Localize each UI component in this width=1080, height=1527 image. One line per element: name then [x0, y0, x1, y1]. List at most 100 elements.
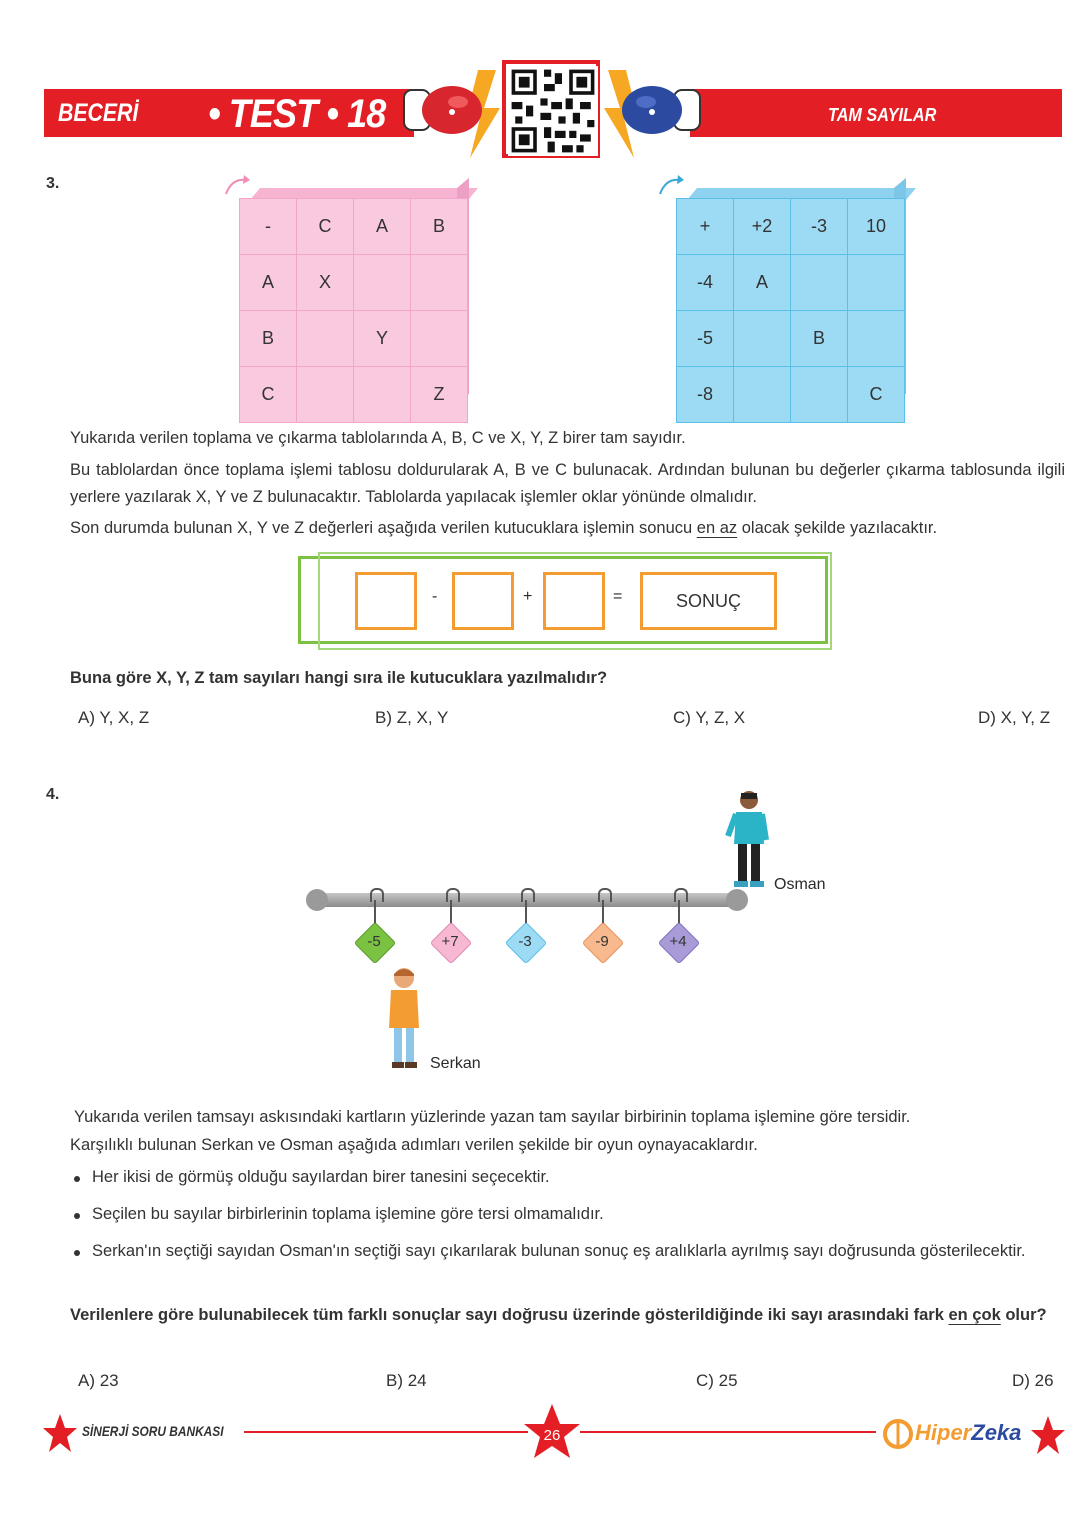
card-string: [678, 900, 680, 926]
option-a[interactable]: A) 23: [78, 1371, 119, 1390]
hook-icon: [370, 888, 384, 902]
subtraction-table-cell: [410, 310, 468, 367]
text-span: Verilenlere göre bulunabilecek tüm farkl…: [70, 1306, 949, 1324]
footer-line: [244, 1431, 528, 1433]
option-b[interactable]: B) 24: [386, 1371, 427, 1390]
option-d[interactable]: D) X, Y, Z: [978, 708, 1051, 727]
addition-table-cell: 10: [847, 198, 905, 255]
addition-table-cell: [733, 310, 791, 367]
subtraction-table-cell: [353, 254, 411, 311]
addition-table-cell: -5: [676, 310, 734, 367]
addition-table: + +2 -3 10 -4 A -5 B -8 C: [676, 198, 905, 423]
addition-table-cell: [790, 366, 848, 423]
subtraction-table-row: A X: [239, 254, 468, 311]
card-value: -9: [595, 933, 609, 950]
header-left-bar: [44, 89, 414, 137]
footer-line: [580, 1431, 876, 1433]
curved-arrow-icon: [659, 175, 684, 195]
osman-figure-icon: [725, 791, 769, 887]
subtraction-table-cell: C: [239, 366, 297, 423]
addition-table-cell: B: [790, 310, 848, 367]
hanger-end: [306, 889, 328, 911]
subtraction-table-cell: [296, 366, 354, 423]
addition-table-cell: [733, 366, 791, 423]
question-4-number: 4.: [46, 786, 60, 803]
red-boxing-glove-icon: [403, 70, 500, 158]
bullet-dot: [74, 1250, 80, 1256]
subtraction-table-cell: A: [239, 254, 297, 311]
subtraction-table-row: C Z: [239, 366, 468, 423]
bullet-dot: [74, 1176, 80, 1182]
qr-code[interactable]: [502, 60, 600, 158]
card-value: -5: [367, 933, 381, 950]
page-number: 26: [543, 1427, 561, 1444]
option-c[interactable]: C) 25: [696, 1371, 738, 1390]
bullet-item: Her ikisi de görmüş olduğu sayılardan bi…: [92, 1168, 550, 1186]
subtraction-table-row: B Y: [239, 310, 468, 367]
underlined-text: en az: [696, 519, 738, 537]
addition-table-cell: [847, 254, 905, 311]
answer-box[interactable]: [452, 572, 514, 630]
hiperzeka-logo-icon: [883, 1419, 913, 1449]
brand-logo-part: Zeka: [971, 1420, 1022, 1445]
subtraction-table-header-row: - C A B: [239, 198, 468, 255]
answer-box[interactable]: [543, 572, 605, 630]
addition-table-row: -8 C: [676, 366, 905, 423]
star-icon: [1031, 1416, 1065, 1454]
addition-table-cell: [847, 310, 905, 367]
option-d[interactable]: D) 26: [1012, 1371, 1054, 1390]
question-4-paragraph: Karşılıklı bulunan Serkan ve Osman aşağı…: [70, 1136, 758, 1154]
addition-table-cell: -8: [676, 366, 734, 423]
card-string: [450, 900, 452, 926]
addition-table-row: -4 A: [676, 254, 905, 311]
curved-arrow-icon: [225, 175, 250, 195]
minus-sign: -: [432, 588, 438, 605]
header-right-bar: [690, 89, 1062, 137]
addition-table-row: -5 B: [676, 310, 905, 367]
osman-label: Osman: [774, 876, 826, 893]
footer-series-label: SİNERJİ SORU BANKASI: [82, 1423, 224, 1439]
subtraction-table-cell: Z: [410, 366, 468, 423]
hook-icon: [674, 888, 688, 902]
bullet-item: Seçilen bu sayılar birbirlerinin toplama…: [92, 1205, 604, 1223]
operation-frame-outline: [318, 552, 832, 650]
brand-logo: HiperZeka: [915, 1420, 1021, 1446]
text-span: Son durumda bulunan X, Y ve Z değerleri …: [70, 519, 697, 537]
text-span: olacak şekilde yazılacaktır.: [737, 519, 938, 537]
answer-box[interactable]: [355, 572, 417, 630]
question-3-prompt: Buna göre X, Y, Z tam sayıları hangi sır…: [70, 669, 608, 687]
option-c[interactable]: C) Y, Z, X: [673, 708, 746, 727]
serkan-figure-icon: [389, 968, 419, 1068]
card-string: [374, 900, 376, 926]
subtraction-table-cell: [353, 366, 411, 423]
hanger-bar: [318, 893, 736, 907]
question-3-number: 3.: [46, 175, 60, 192]
card-value: -3: [518, 933, 532, 950]
addition-table-cell: +2: [733, 198, 791, 255]
option-b[interactable]: B) Z, X, Y: [375, 708, 449, 727]
question-4-paragraph: Yukarıda verilen tamsayı askısındaki kar…: [74, 1108, 911, 1126]
addition-table-cell: [790, 254, 848, 311]
question-3-paragraph: Son durumda bulunan X, Y ve Z değerleri …: [70, 515, 1070, 542]
subtraction-table-cell: -: [239, 198, 297, 255]
subtraction-table-cell: [296, 310, 354, 367]
subtraction-table-cell: [410, 254, 468, 311]
option-a[interactable]: A) Y, X, Z: [78, 708, 150, 727]
card-value: +4: [669, 933, 687, 950]
subtraction-table: - C A B A X B Y C Z: [239, 198, 468, 423]
question-4-prompt: Verilenlere göre bulunabilecek tüm farkl…: [70, 1302, 1062, 1329]
subtraction-table-cell: B: [239, 310, 297, 367]
subtraction-table-cell: A: [353, 198, 411, 255]
result-box: SONUÇ: [640, 572, 777, 630]
qr-code-icon: [508, 66, 598, 156]
question-3-paragraph: Yukarıda verilen toplama ve çıkarma tabl…: [70, 429, 686, 447]
page-star-icon: [524, 1404, 580, 1458]
serkan-label: Serkan: [430, 1055, 481, 1072]
hook-icon: [598, 888, 612, 902]
blue-boxing-glove-icon: [604, 70, 701, 158]
subtraction-table-cell: Y: [353, 310, 411, 367]
equals-sign: =: [613, 588, 623, 605]
bullet-dot: [74, 1213, 80, 1219]
hook-icon: [446, 888, 460, 902]
brand-logo-part: Hiper: [915, 1420, 972, 1445]
